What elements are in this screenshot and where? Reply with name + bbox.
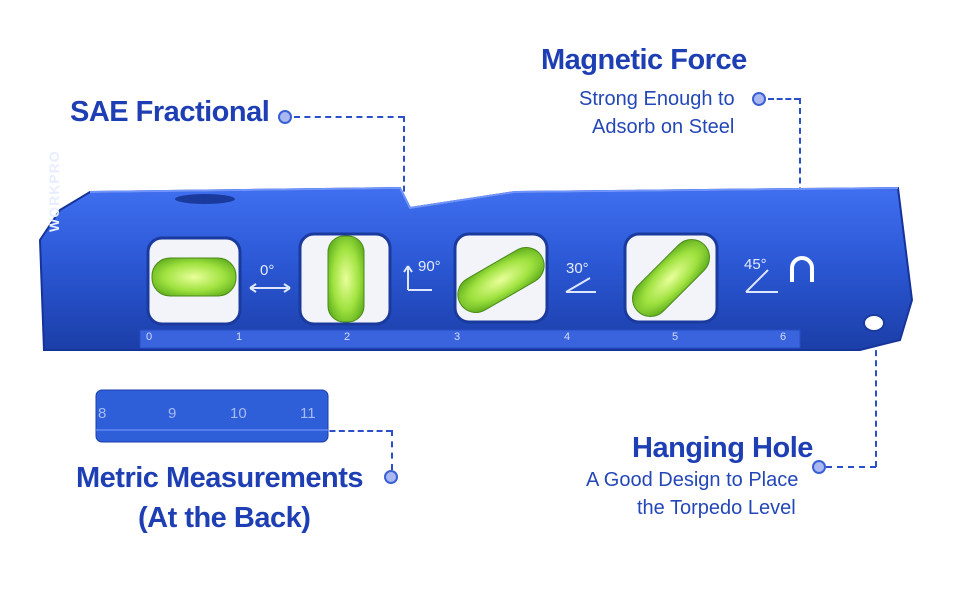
ruler-number: 6 — [780, 331, 787, 343]
arrow-0-icon — [249, 283, 291, 293]
bubble-vial-90 — [327, 235, 365, 323]
sae-ruler — [139, 329, 801, 349]
brand-logo: WORKPRO — [46, 150, 62, 232]
metric-ruler-swatch — [95, 389, 329, 443]
ruler-number: 3 — [454, 331, 461, 343]
metric-number: 8 — [98, 405, 107, 422]
ruler-number: 1 — [236, 331, 243, 343]
angle-label-45: 45° — [744, 256, 767, 273]
metric-number: 11 — [300, 405, 316, 422]
ruler-number: 0 — [146, 331, 153, 343]
metric-measurements-title: Metric Measurements — [76, 462, 364, 494]
hanging-callout-line-v — [875, 330, 877, 467]
sae-callout-line — [294, 116, 404, 118]
magnetic-callout-line-v — [799, 98, 801, 263]
ruler-number: 2 — [344, 331, 351, 343]
magnetic-force-title: Magnetic Force — [541, 44, 747, 76]
magnetic-force-line1: Strong Enough to — [579, 88, 735, 110]
bubble-vial-45 — [631, 238, 711, 318]
hanging-hole-line1: A Good Design to Place — [586, 469, 799, 491]
hanging-hole-title: Hanging Hole — [632, 432, 813, 464]
metric-number: 10 — [230, 405, 247, 422]
bubble-vial-0 — [151, 257, 237, 297]
magnetic-callout-dot — [752, 92, 766, 106]
magnetic-callout-line — [768, 98, 800, 100]
top-vial-window — [175, 194, 235, 204]
metric-callout-line — [320, 430, 392, 432]
angle-label-0: 0° — [260, 262, 275, 279]
arrow-45-icon — [745, 269, 778, 293]
sae-callout-dot — [278, 110, 292, 124]
ruler-number: 5 — [672, 331, 679, 343]
bubble-vial-30 — [457, 247, 545, 313]
metric-callout-line-v — [391, 430, 393, 470]
hanging-callout-line — [826, 466, 876, 468]
metric-callout-dot — [384, 470, 398, 484]
hanging-callout-dot — [812, 460, 826, 474]
angle-label-90: 90° — [418, 258, 441, 275]
hanging-hole — [863, 314, 885, 332]
metric-back-subtitle: (At the Back) — [138, 502, 311, 534]
magnetic-force-line2: Adsorb on Steel — [592, 116, 735, 138]
arrow-90-icon — [403, 265, 432, 291]
hanging-hole-line2: the Torpedo Level — [637, 497, 796, 519]
sae-fractional-title: SAE Fractional — [70, 96, 270, 128]
ruler-number: 4 — [564, 331, 571, 343]
level-top-ridge — [89, 186, 899, 210]
arrow-30-icon — [565, 277, 596, 293]
metric-number: 9 — [168, 405, 177, 422]
magnet-icon — [790, 256, 814, 282]
angle-label-30: 30° — [566, 260, 589, 277]
